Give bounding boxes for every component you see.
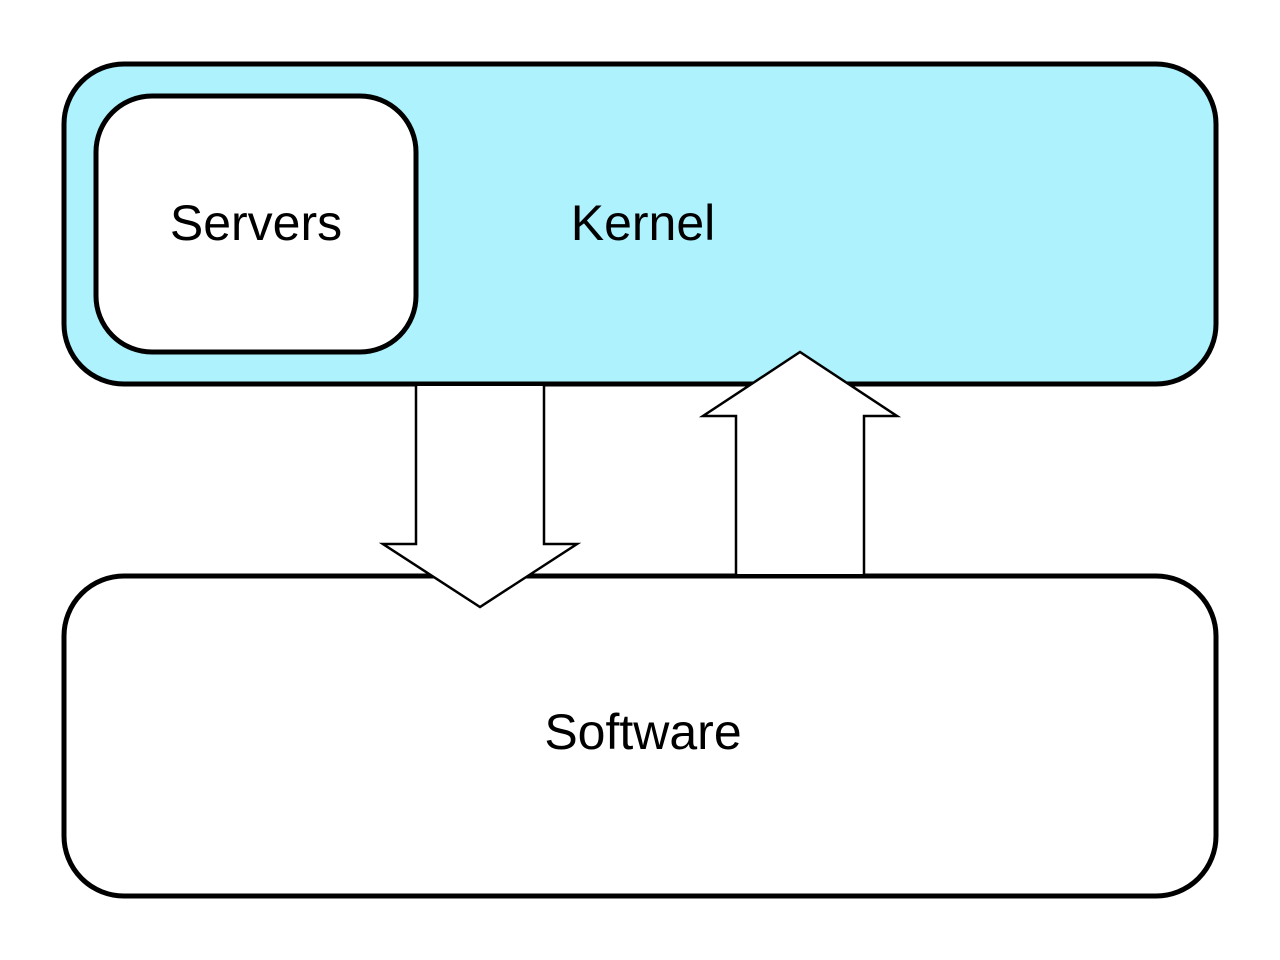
servers-box bbox=[93, 93, 419, 355]
software-label: Software bbox=[544, 704, 741, 760]
arrow-kernel-to-software bbox=[378, 386, 582, 609]
software-box bbox=[61, 573, 1219, 899]
servers-label: Servers bbox=[170, 195, 342, 251]
kernel-label: Kernel bbox=[571, 195, 716, 251]
arrow-software-to-kernel bbox=[698, 350, 902, 574]
